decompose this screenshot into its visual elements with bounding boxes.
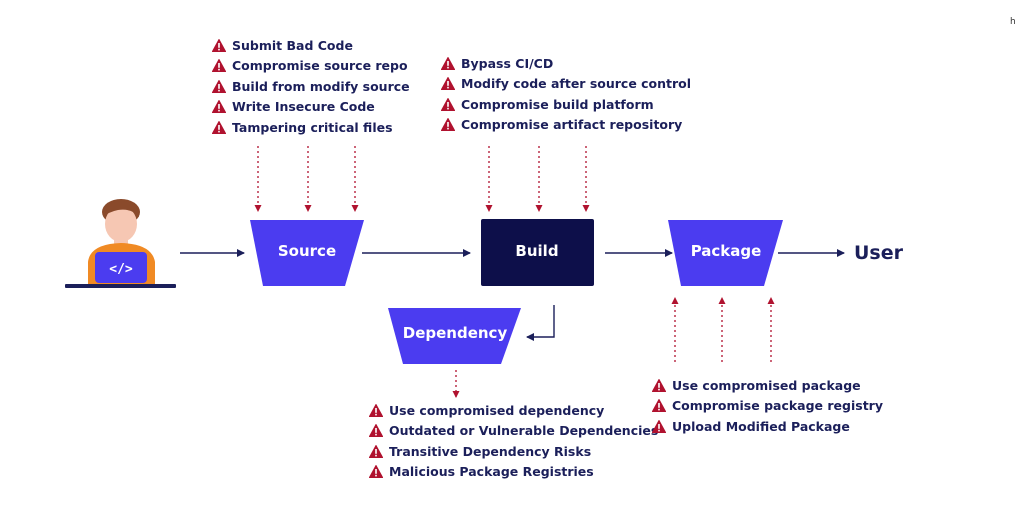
risk-text: Transitive Dependency Risks (389, 443, 592, 459)
risk-text: Compromise artifact repository (461, 117, 683, 133)
developer-hair-front (104, 200, 139, 217)
warning-icon (441, 97, 455, 111)
stage-package: Package (668, 220, 783, 286)
warning-icon (652, 399, 666, 413)
warning-icon (652, 419, 666, 433)
risk-text: Outdated or Vulnerable Dependencies (389, 423, 659, 439)
warning-icon (212, 100, 226, 114)
user-label: User (854, 242, 904, 264)
risk-text: Compromise build platform (461, 96, 654, 112)
corner-label: h (1010, 17, 1016, 27)
risk-item: Bypass CI/CD (441, 53, 691, 74)
risk-item: Tampering critical files (212, 117, 410, 138)
warning-icon (212, 79, 226, 93)
risk-item: Malicious Package Registries (369, 462, 658, 483)
risk-text: Upload Modified Package (672, 418, 850, 434)
warning-icon (369, 424, 383, 438)
risk-text: Modify code after source control (461, 76, 692, 92)
risk-item: Modify code after source control (441, 74, 691, 95)
warning-icon (212, 59, 226, 73)
warning-icon (212, 38, 226, 52)
risk-text: Use compromised dependency (389, 402, 605, 418)
developer-head (105, 206, 137, 242)
risk-text: Malicious Package Registries (389, 464, 594, 480)
risk-text: Bypass CI/CD (461, 55, 554, 71)
risk-item: Compromise source repo (212, 56, 410, 77)
warning-icon (369, 465, 383, 479)
risk-text: Write Insecure Code (232, 99, 375, 115)
risk-text: Submit Bad Code (232, 37, 353, 53)
source-shape (250, 220, 364, 286)
laptop-screen (95, 252, 147, 283)
arrow-build-to-dependency (526, 305, 555, 341)
warning-icon (441, 118, 455, 132)
risk-item: Compromise package registry (652, 396, 883, 417)
risk-item: Submit Bad Code (212, 35, 410, 56)
build-label: Build (515, 242, 558, 260)
warning-icon (369, 444, 383, 458)
risk-item: Transitive Dependency Risks (369, 441, 658, 462)
stage-source: Source (250, 220, 364, 286)
package-risk-arrows (671, 297, 775, 362)
risk-text: Compromise source repo (232, 58, 408, 74)
risk-item: Compromise artifact repository (441, 115, 691, 136)
risk-item: Compromise build platform (441, 94, 691, 115)
dependency-shape (388, 308, 521, 364)
risk-item: Use compromised dependency (369, 400, 658, 421)
build-risk-arrows (485, 146, 590, 212)
code-brackets-icon: </> (109, 262, 133, 277)
risk-text: Use compromised package (672, 377, 861, 393)
risk-item: Write Insecure Code (212, 97, 410, 118)
dependency-label: Dependency (403, 324, 508, 342)
source-label: Source (278, 242, 336, 260)
risk-item: Use compromised package (652, 375, 883, 396)
package-label: Package (691, 242, 762, 260)
risk-text: Compromise package registry (672, 398, 883, 414)
build-risk-list: Bypass CI/CD Modify code after source con… (441, 53, 691, 135)
source-risk-arrows (254, 146, 359, 212)
developer-figure: </> (65, 199, 176, 288)
warning-icon (441, 56, 455, 70)
build-shape (481, 219, 594, 286)
warning-icon (441, 77, 455, 91)
risk-text: Build from modify source (232, 78, 410, 94)
warning-icon (369, 403, 383, 417)
package-shape (668, 220, 783, 286)
stage-build: Build (481, 219, 594, 286)
stage-dependency: Dependency (388, 308, 521, 364)
risk-text: Tampering critical files (232, 119, 393, 135)
warning-icon (652, 378, 666, 392)
risk-item: Build from modify source (212, 76, 410, 97)
warning-icon (212, 120, 226, 134)
desk-line (65, 284, 176, 288)
risk-item: Upload Modified Package (652, 416, 883, 437)
risk-item: Outdated or Vulnerable Dependencies (369, 421, 658, 442)
